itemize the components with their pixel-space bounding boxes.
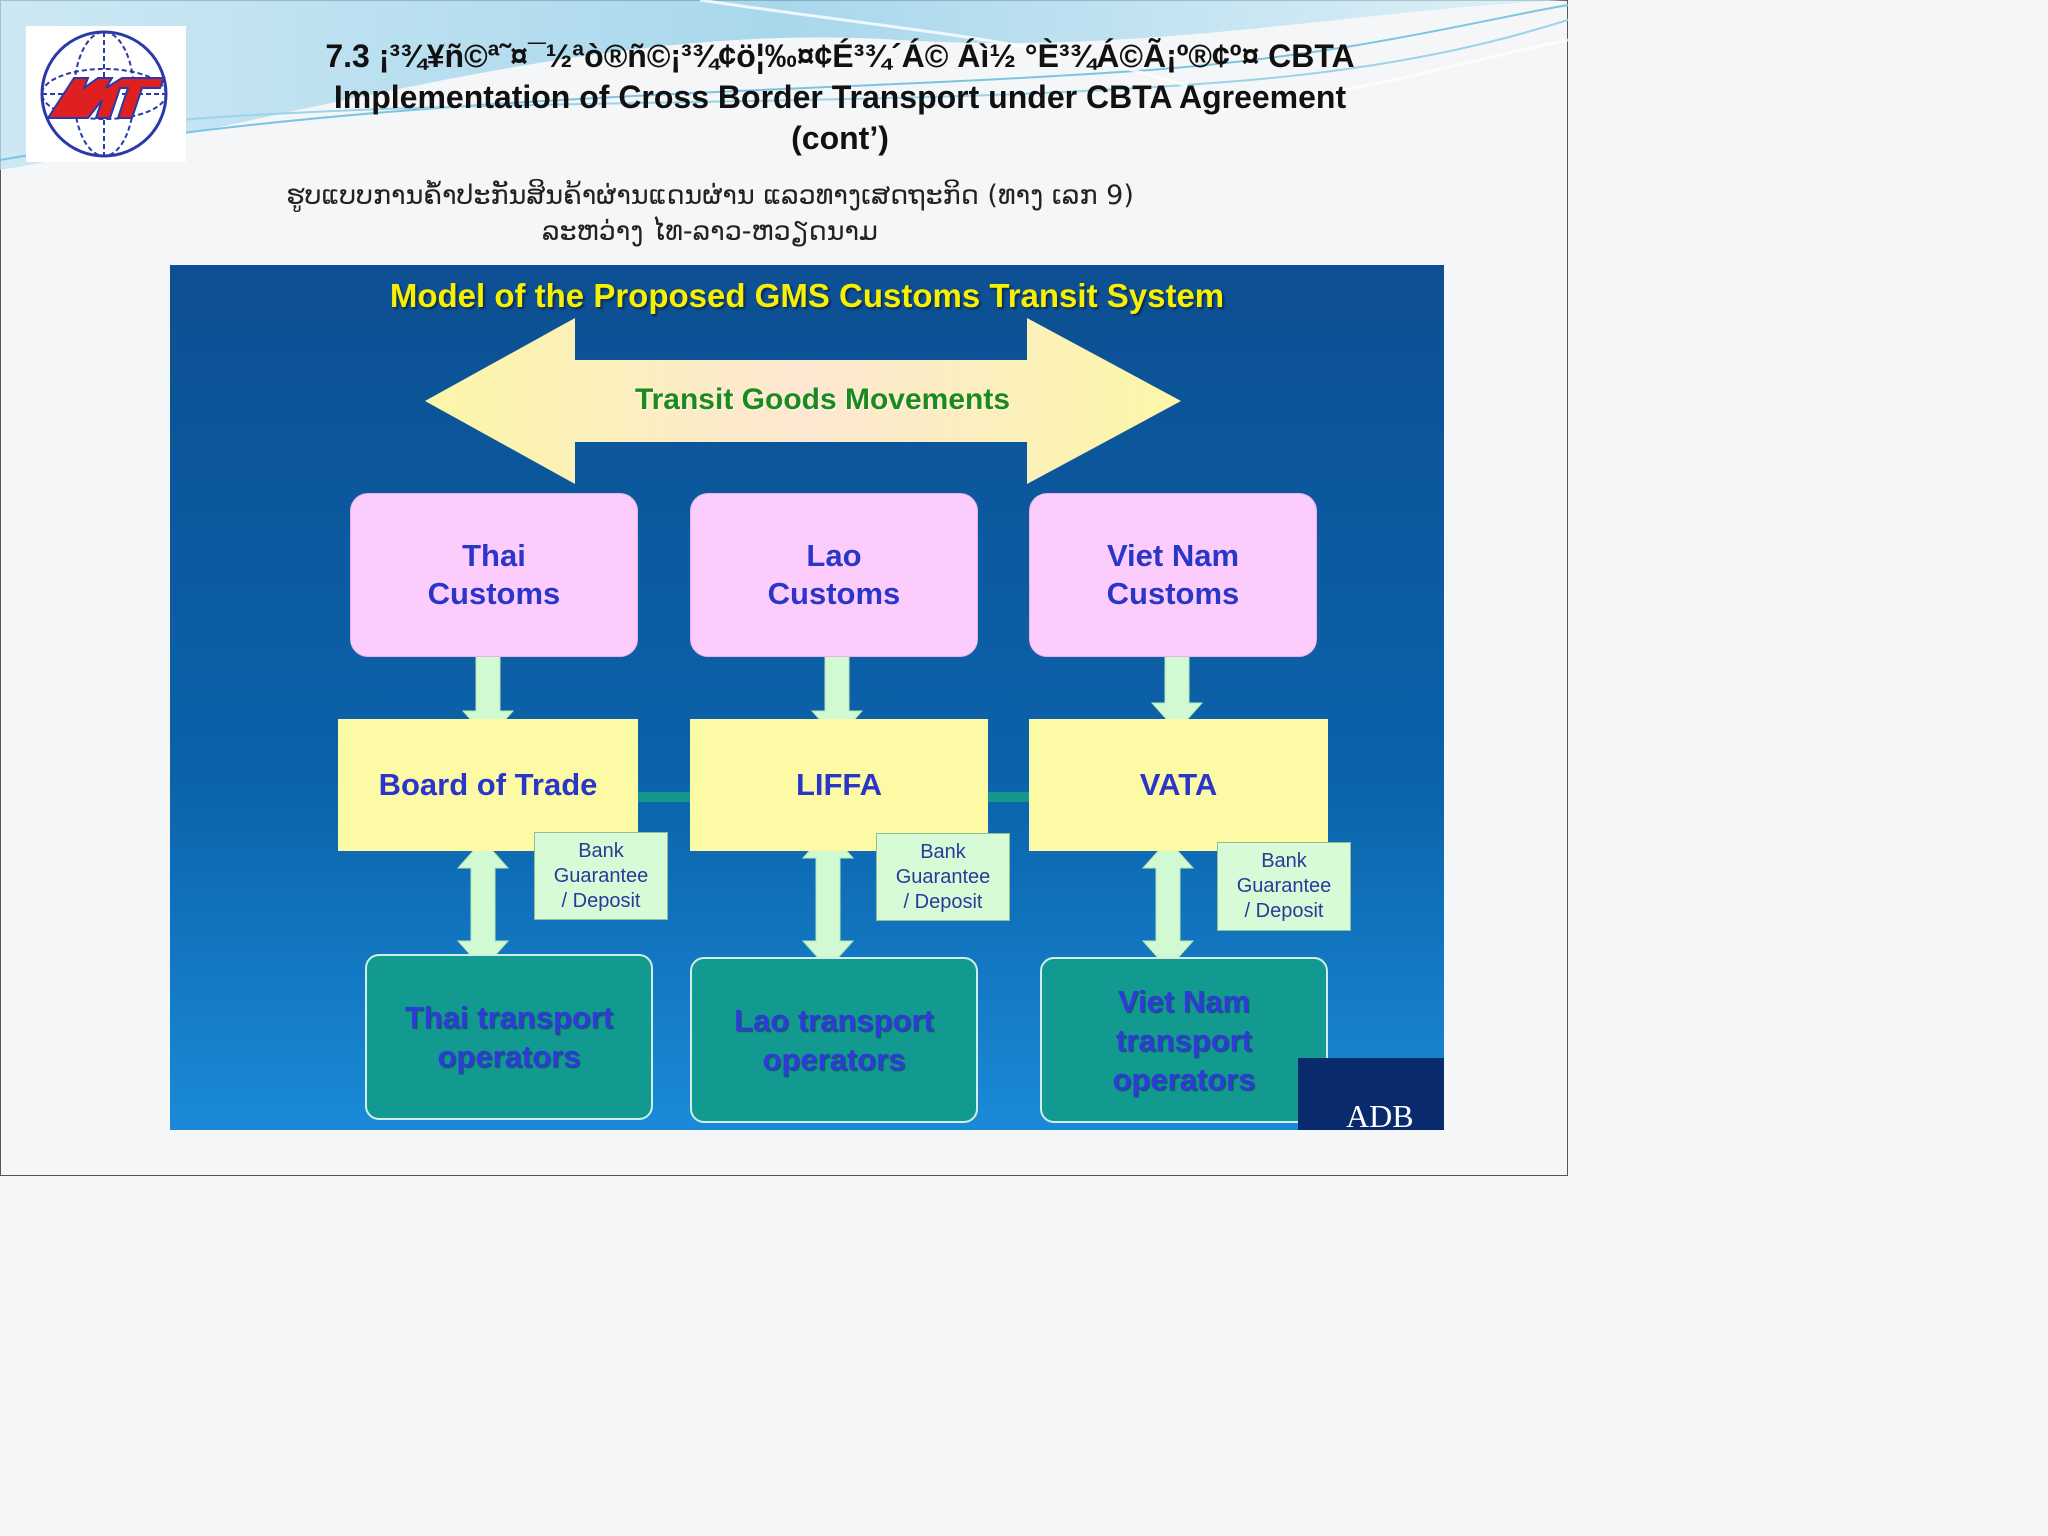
association-name: VATA [1139,767,1218,802]
bank-note-line: / Deposit [903,890,983,913]
title-line: 7.3 ¡³¾¥ñ©ª˜¤¯½ªò®ñ©¡³¾¢ö¦‰¤¢É³¾´Á© Áì½ … [325,38,1355,74]
operator-name: operators [437,1039,581,1074]
thai-customs-box: Thai Customs [350,493,638,657]
arrow-board-thai-operators [456,839,510,970]
customs-name: Customs [767,576,901,611]
bank-note-line: Guarantee [895,865,991,888]
title-line: (cont’) [791,120,889,156]
bank-note-line: Guarantee [553,864,649,887]
bank-guarantee-note-thai: Bank Guarantee / Deposit [534,832,668,920]
customs-name: Customs [427,576,561,611]
bank-guarantee-note-lao: Bank Guarantee / Deposit [876,833,1010,921]
subtitle-line: ລະຫວ່າງ ໄທ-ລາວ-ຫວຽດນາມ [542,216,878,247]
company-logo [26,26,186,162]
slide-title: 7.3 ¡³¾¥ñ©ª˜¤¯½ªò®ñ©¡³¾¢ö¦‰¤¢É³¾´Á© Áì½ … [240,36,1440,159]
operator-name: Viet Nam [1117,983,1251,1019]
customs-name: Viet Nam [1106,538,1240,573]
customs-name: Lao [806,538,862,573]
adb-logo-text: ADB [1346,1098,1414,1130]
liffa-box: LIFFA [690,719,988,851]
diagram-title: Model of the Proposed GMS Customs Transi… [389,277,1225,314]
customs-name: Thai [462,538,526,573]
operator-name: operators [1112,1061,1256,1097]
transit-system-diagram: Model of the Proposed GMS Customs Transi… [170,265,1444,1130]
association-name: Board of Trade [378,767,598,802]
viet-nam-transport-operators-box: Viet Nam transport operators [1040,957,1328,1123]
arrow-board-liffa [608,783,714,811]
vata-box: VATA [1029,719,1328,851]
board-of-trade-box: Board of Trade [338,719,638,851]
lao-customs-box: Lao Customs [690,493,978,657]
arrow-liffa-vata [950,783,1056,811]
lao-transport-operators-box: Lao transport operators [690,957,978,1123]
bank-guarantee-note-vn: Bank Guarantee / Deposit [1217,842,1351,931]
transit-movement-double-arrow-icon [425,318,1181,484]
bank-note-line: / Deposit [1244,900,1324,922]
bank-note-line: Guarantee [1236,875,1332,897]
bank-note-line: Bank [578,839,624,862]
bank-note-line: Bank [920,840,966,863]
slide-subtitle: ຮູບແບບການຄໍ້າປະກັນສິນຄ້າຜ່ານແດນຜ່ານ ແລວທ… [210,178,1210,250]
transit-goods-movements-label: Transit Goods Movements [634,383,1011,416]
operator-name: transport [1115,1022,1253,1058]
thai-transport-operators-box: Thai transport operators [365,954,653,1120]
bank-note-line: / Deposit [561,889,641,912]
operator-name: operators [762,1042,906,1077]
customs-name: Customs [1106,576,1240,611]
title-line: Implementation of Cross Border Transport… [333,79,1347,115]
adb-logo-block [1298,1058,1444,1130]
globe-logo-icon [40,30,168,158]
arrow-vata-vn-operators [1141,839,1195,970]
background-swoosh [0,0,1568,170]
operator-name: Lao transport [734,1003,934,1038]
operator-name: Thai transport [404,1000,614,1035]
association-name: LIFFA [795,767,883,802]
viet-nam-customs-box: Viet Nam Customs [1029,493,1317,657]
subtitle-line: ຮູບແບບການຄໍ້າປະກັນສິນຄ້າຜ່ານແດນຜ່ານ ແລວທ… [286,180,1134,211]
bank-note-line: Bank [1261,850,1307,872]
